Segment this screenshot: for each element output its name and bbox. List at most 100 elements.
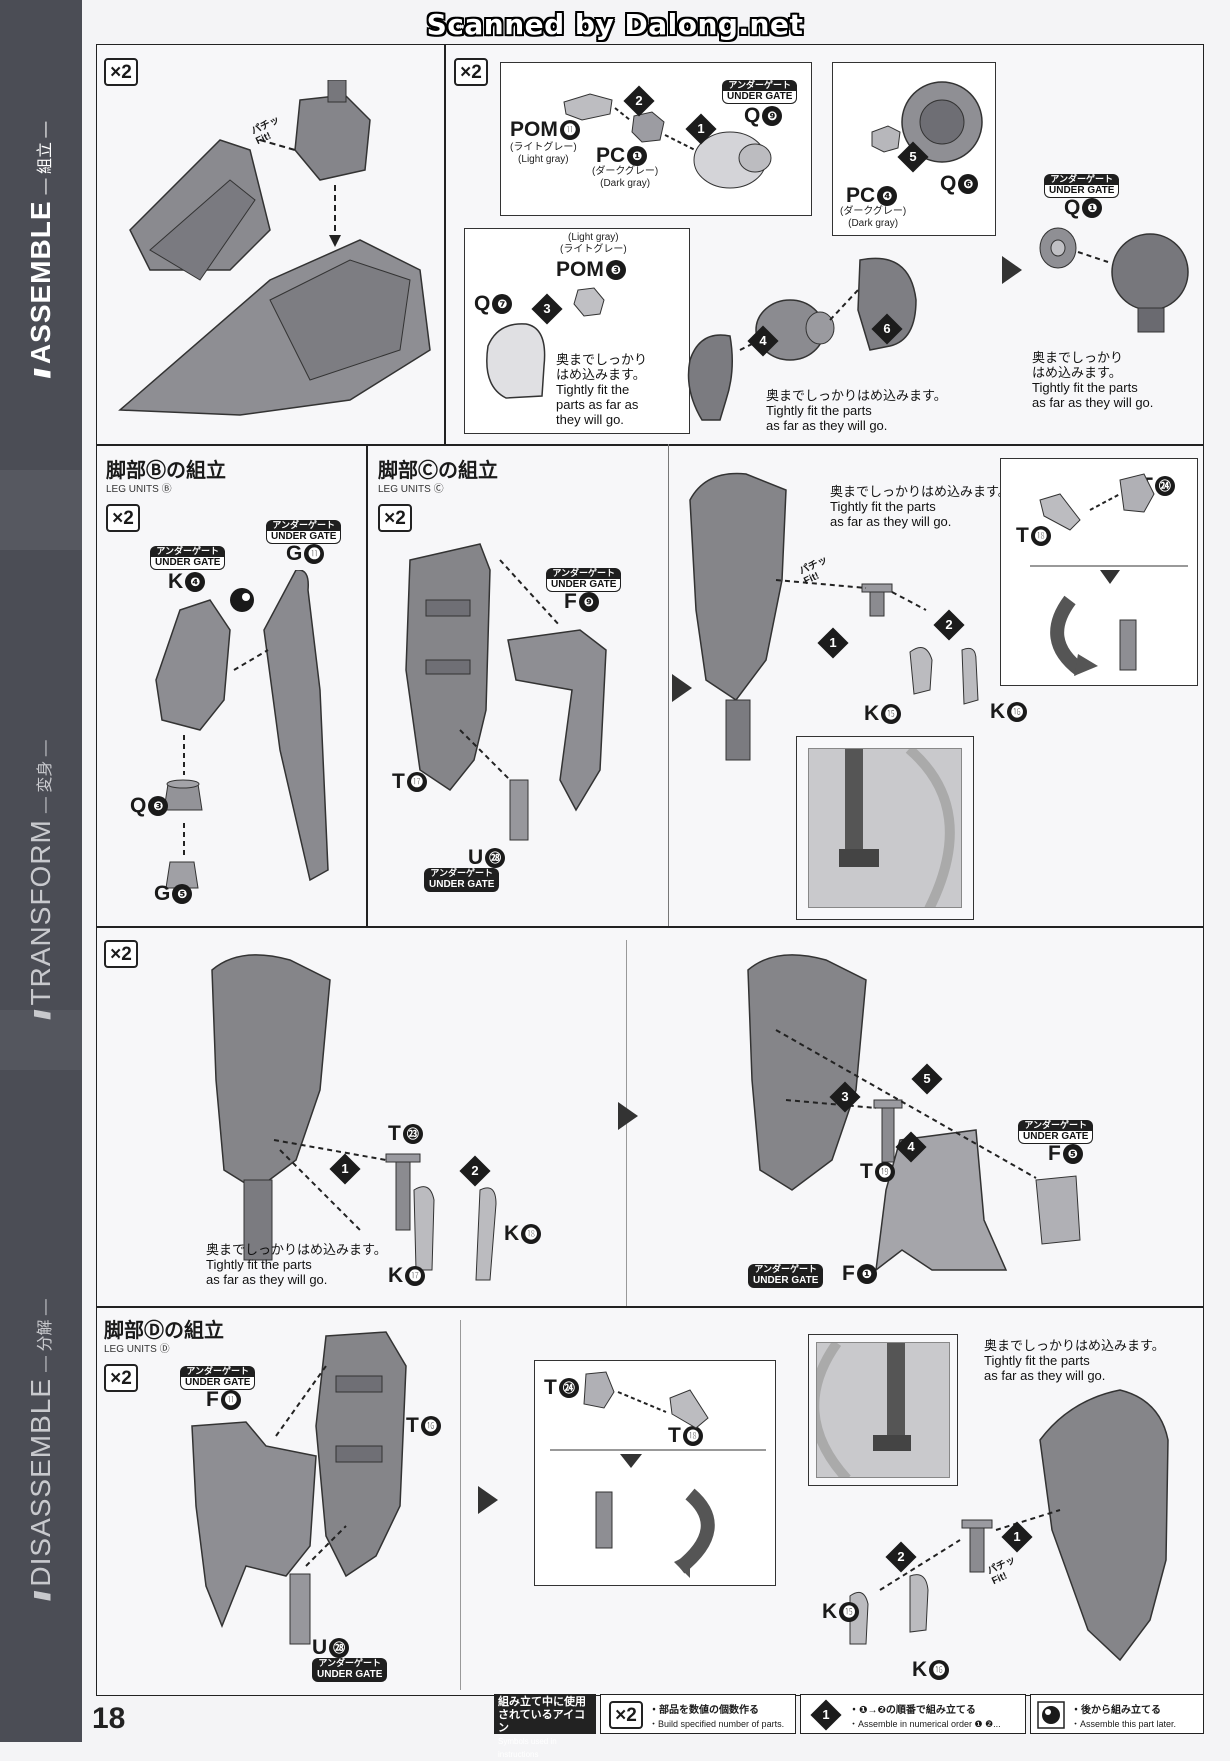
side-label-assemble: ///ASSEMBLE— 組立 — bbox=[25, 121, 56, 379]
page-number: 18 bbox=[92, 1702, 126, 1735]
pom-pc-q9-illustration bbox=[563, 93, 772, 189]
multiplier-badge: ×2 bbox=[104, 58, 138, 86]
leg-b-illustration bbox=[155, 570, 329, 889]
photo-detail bbox=[839, 749, 955, 907]
t18-t24-illustration bbox=[1030, 473, 1188, 676]
section-subtitle-leg-c: LEG UNITS Ⓒ bbox=[378, 484, 444, 495]
leg-c-assembled-illustration bbox=[689, 472, 979, 761]
band-stripe bbox=[0, 470, 82, 550]
next-step-arrow bbox=[1002, 256, 1022, 284]
q6-pc4-illustration bbox=[871, 81, 983, 163]
multiplier-badge: ×2 bbox=[104, 1364, 138, 1392]
multiplier-badge: ×2 bbox=[609, 1701, 643, 1729]
section-title-leg-b: 脚部Ⓑの組立 bbox=[106, 458, 226, 482]
photo-detail bbox=[817, 1343, 911, 1477]
step-marker-3: 3 bbox=[829, 1081, 861, 1113]
col-divider bbox=[366, 444, 368, 926]
q7-pom3-illustration bbox=[486, 287, 605, 399]
next-step-arrow bbox=[672, 674, 692, 702]
step-marker-1: 1 bbox=[1001, 1521, 1033, 1553]
reference-photo bbox=[816, 1342, 950, 1478]
scan-credit: Scanned by Dalong.net bbox=[426, 8, 804, 41]
t24-t18-inset bbox=[534, 1360, 776, 1586]
assemble-later-icon bbox=[1037, 1701, 1065, 1729]
leg-transform-illustration-a bbox=[211, 954, 497, 1281]
step-marker-5: 5 bbox=[897, 141, 929, 173]
reference-photo bbox=[808, 748, 962, 908]
step-marker-1: 1 bbox=[329, 1153, 361, 1185]
step-marker-4: 4 bbox=[895, 1131, 927, 1163]
step-marker-icon: 1 bbox=[810, 1699, 842, 1731]
legend-item-numerical-order: 1 ・❶→❷の順番で組み立てる ・Assemble in numerical o… bbox=[800, 1694, 1026, 1734]
side-navigation-band bbox=[0, 0, 82, 1742]
step-marker-4: 4 bbox=[747, 325, 779, 357]
legend-item-multiplier: ×2 ・部品を数値の個数作る ・Build specified number o… bbox=[600, 1694, 796, 1734]
leg-d-assembled-illustration bbox=[849, 1389, 1169, 1662]
step-marker-2: 2 bbox=[459, 1155, 491, 1187]
section-subtitle-leg-d: LEG UNITS Ⓓ bbox=[104, 1344, 170, 1355]
row-divider bbox=[96, 926, 1204, 928]
step-marker-1: 1 bbox=[685, 113, 717, 145]
legend-header: 組み立て中に使用 されているアイコン Symbols used in instr… bbox=[494, 1694, 596, 1759]
row-divider bbox=[96, 1306, 1204, 1308]
step-marker-2: 2 bbox=[933, 609, 965, 641]
color-light-gray: (Light gray)(ライトグレー) bbox=[560, 232, 627, 255]
step-marker-5: 5 bbox=[911, 1063, 943, 1095]
row-divider bbox=[96, 444, 1204, 446]
armor-assembly-illustration bbox=[118, 80, 431, 416]
leg-transform-illustration-b bbox=[747, 954, 1081, 1272]
side-label-disassemble: ///DISASSEMBLE— 分解 — bbox=[25, 1299, 56, 1601]
color-dark-gray: (ダークグレー)(Dark gray) bbox=[592, 166, 659, 189]
band-stripe bbox=[0, 1010, 82, 1070]
next-step-arrow bbox=[478, 1486, 498, 1514]
q1-ball-joint bbox=[1039, 227, 1189, 333]
side-label-transform: ///TRANSFORM— 変身 — bbox=[25, 740, 56, 1020]
leg-c-illustration bbox=[405, 543, 607, 841]
t24-t18-illustration bbox=[550, 1371, 766, 1578]
section-title-leg-d: 脚部Ⓓの組立 bbox=[104, 1318, 224, 1342]
section-title-leg-c: 脚部Ⓒの組立 bbox=[378, 458, 498, 482]
multiplier-badge: ×2 bbox=[106, 504, 140, 532]
step-marker-2: 2 bbox=[885, 1541, 917, 1573]
next-step-arrow bbox=[618, 1102, 638, 1130]
step-marker-6: 6 bbox=[871, 313, 903, 345]
color-light-gray: (ライトグレー)(Light gray) bbox=[510, 142, 577, 165]
legend-item-assemble-later: ・後から組み立てる ・Assemble this part later. bbox=[1030, 1694, 1204, 1734]
